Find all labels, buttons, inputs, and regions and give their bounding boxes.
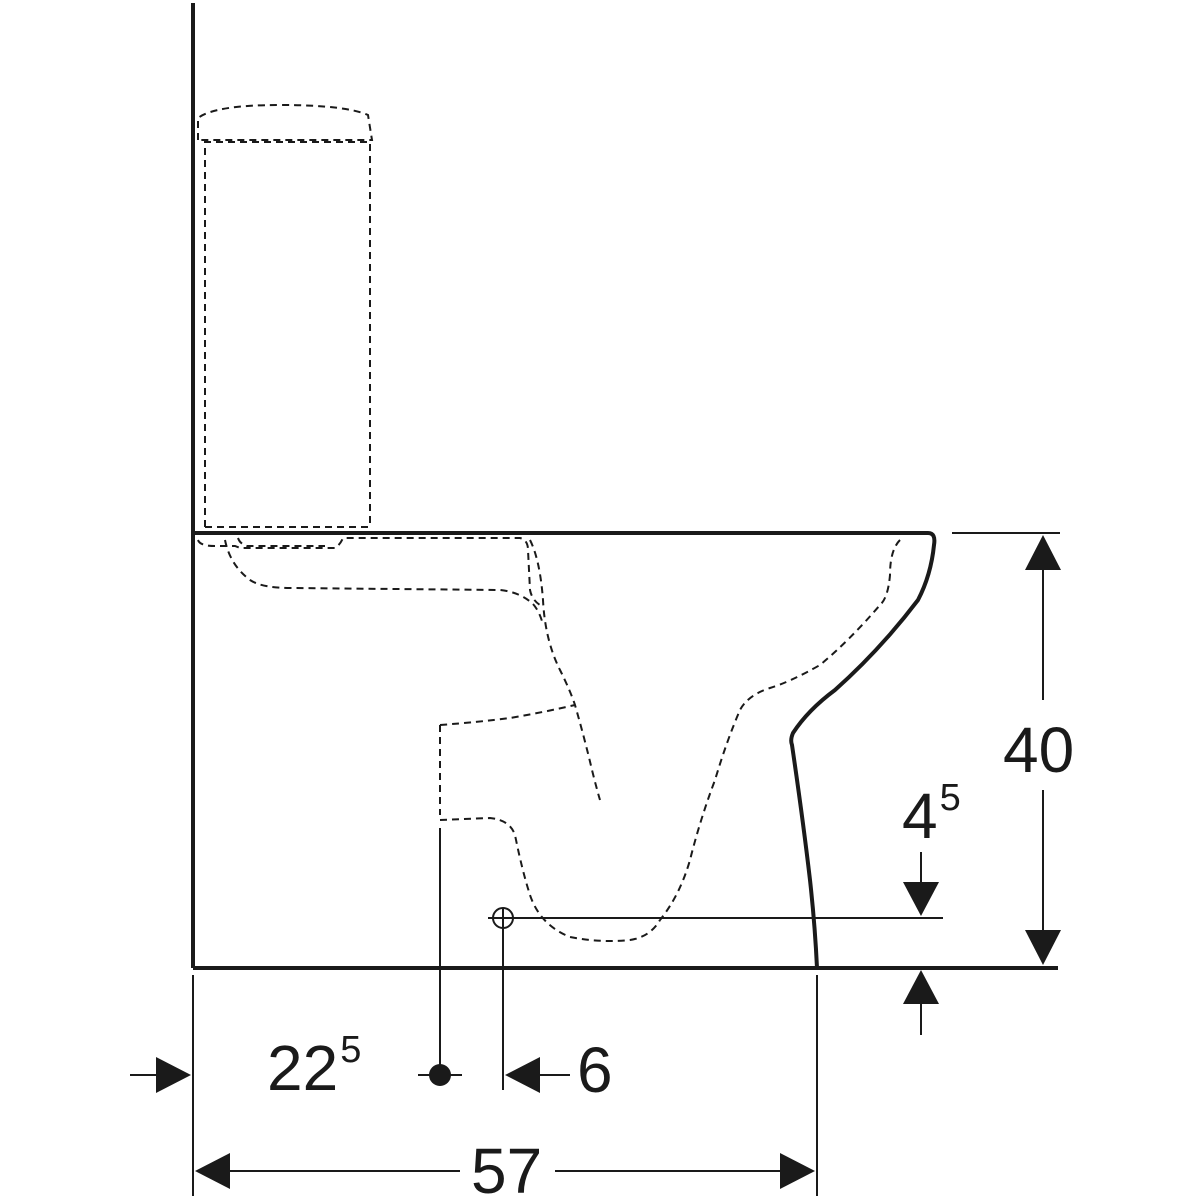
rim-height-label: 40: [1003, 714, 1074, 786]
flush-channel-upper: [197, 537, 541, 606]
cistern-lid: [197, 103, 374, 141]
outlet-wall-arrow: [156, 1057, 191, 1093]
outlet-offset-label: 6: [577, 1034, 613, 1106]
floor-gap-arrow-top: [903, 882, 939, 916]
total-depth-arrow-right: [780, 1153, 815, 1189]
total-depth-label: 57: [471, 1135, 542, 1200]
bowl-inner-front: [659, 539, 901, 921]
flush-channel-small: [237, 537, 325, 547]
floor-gap-arrow-bottom: [903, 970, 939, 1004]
flush-channel-lower: [224, 539, 544, 626]
outlet-top: [439, 704, 576, 726]
rim-height-arrow-bottom: [1025, 930, 1061, 965]
rim-channel: [529, 539, 601, 801]
outlet-offset-arrow: [505, 1057, 540, 1093]
bowl-outline: [193, 531, 937, 969]
outlet-wall-label: 225: [267, 1029, 361, 1104]
total-depth-arrow-left: [195, 1153, 230, 1189]
floor-gap-label: 45: [902, 777, 961, 852]
rim-height-arrow-top: [1025, 535, 1061, 570]
trap-outline: [439, 816, 661, 942]
cistern-outline: [204, 141, 371, 527]
